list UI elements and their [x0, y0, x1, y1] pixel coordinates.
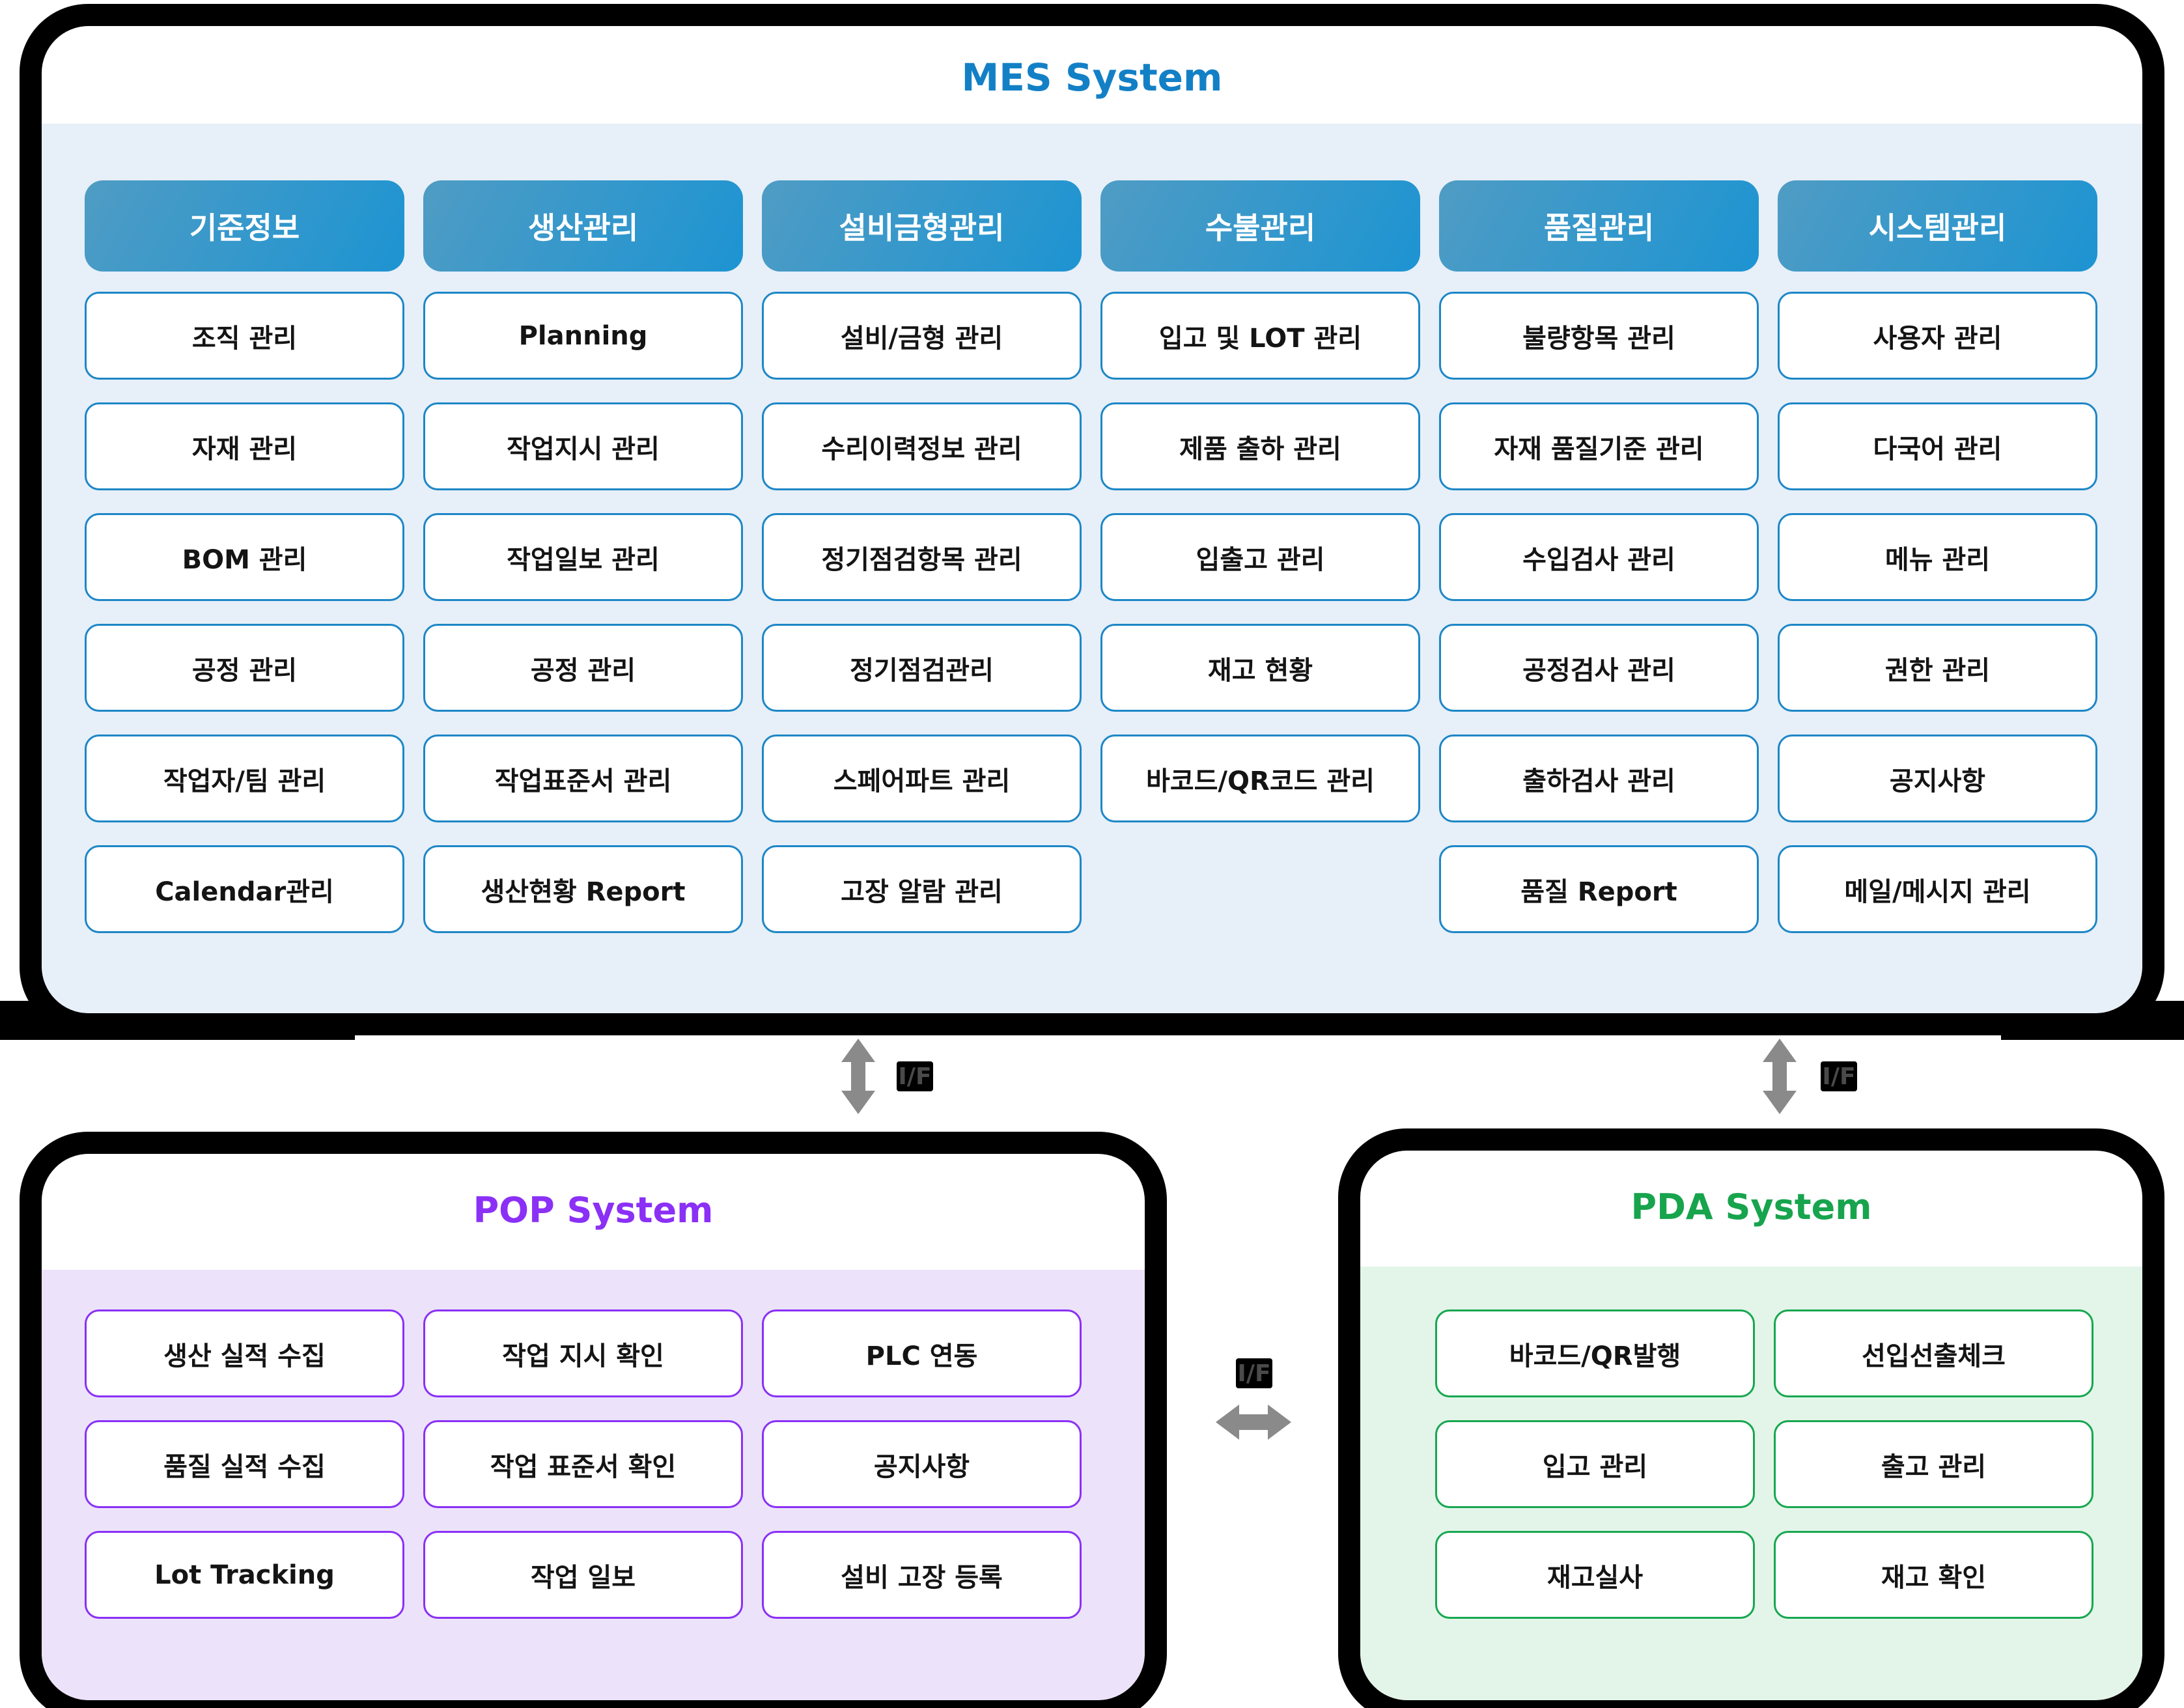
mes-column-header: 기준정보 — [85, 180, 404, 272]
pop-item: 생산 실적 수집 — [85, 1309, 404, 1397]
mes-item: Planning — [423, 292, 743, 380]
mes-item: 다국어 관리 — [1778, 402, 2097, 490]
mes-item: 스페어파트 관리 — [762, 735, 1082, 822]
mes-item: 불량항목 관리 — [1439, 292, 1759, 380]
mes-column-header: 생산관리 — [423, 180, 743, 272]
pda-item: 재고실사 — [1435, 1531, 1755, 1619]
mes-item: 품질 Report — [1439, 845, 1759, 933]
mes-column-header: 수불관리 — [1100, 180, 1420, 272]
mes-system-panel: MES System 기준정보 조직 관리 자재 관리 BOM 관리 공정 관리… — [20, 4, 2164, 1035]
mes-column-receipt-issue: 수불관리 입고 및 LOT 관리 제품 출하 관리 입출고 관리 재고 현황 바… — [1100, 180, 1420, 845]
pda-item: 바코드/QR발행 — [1435, 1309, 1755, 1397]
mes-item: 바코드/QR코드 관리 — [1100, 735, 1420, 822]
mes-item: 사용자 관리 — [1778, 292, 2097, 380]
mes-column-equipment-mold: 설비금형관리 설비/금형 관리 수리이력정보 관리 정기점검항목 관리 정기점검… — [762, 180, 1082, 956]
mes-item: 메일/메시지 관리 — [1778, 845, 2097, 933]
mes-item: 수입검사 관리 — [1439, 513, 1759, 601]
mes-column-system: 시스템관리 사용자 관리 다국어 관리 메뉴 관리 권한 관리 공지사항 메일/… — [1778, 180, 2097, 956]
mes-item: 입고 및 LOT 관리 — [1100, 292, 1420, 380]
pop-grid: 생산 실적 수집 작업 지시 확인 PLC 연동 품질 실적 수집 작업 표준서… — [85, 1309, 1082, 1619]
mes-item: 공지사항 — [1778, 735, 2097, 822]
mes-column-quality: 품질관리 불량항목 관리 자재 품질기준 관리 수입검사 관리 공정검사 관리 … — [1439, 180, 1759, 956]
mes-column-production: 생산관리 Planning 작업지시 관리 작업일보 관리 공정 관리 작업표준… — [423, 180, 743, 956]
pop-item: Lot Tracking — [85, 1531, 404, 1619]
mes-item: 공정 관리 — [423, 624, 743, 712]
mes-item: 생산현황 Report — [423, 845, 743, 933]
mes-item: BOM 관리 — [85, 513, 404, 601]
mes-column-header: 설비금형관리 — [762, 180, 1082, 272]
pop-system-inner: POP System 생산 실적 수집 작업 지시 확인 PLC 연동 품질 실… — [42, 1154, 1145, 1700]
mes-item: 정기점검항목 관리 — [762, 513, 1082, 601]
mes-item: 제품 출하 관리 — [1100, 402, 1420, 490]
mes-item: 수리이력정보 관리 — [762, 402, 1082, 490]
pop-system-title: POP System — [473, 1190, 714, 1231]
mes-pda-interface-label: I/F — [1821, 1061, 1857, 1091]
mes-column-base-info: 기준정보 조직 관리 자재 관리 BOM 관리 공정 관리 작업자/팀 관리 C… — [85, 180, 404, 956]
mes-item: 작업일보 관리 — [423, 513, 743, 601]
mes-pda-interface-arrow-icon — [1761, 1039, 1798, 1114]
pop-item: 공지사항 — [762, 1420, 1082, 1508]
mes-item: 조직 관리 — [85, 292, 404, 380]
pda-item: 선입선출체크 — [1774, 1309, 2093, 1397]
pop-system-panel: POP System 생산 실적 수집 작업 지시 확인 PLC 연동 품질 실… — [20, 1132, 1167, 1708]
mes-system-title: MES System — [961, 55, 1223, 100]
pda-system-panel: PDA System 바코드/QR발행 선입선출체크 입고 관리 출고 관리 재… — [1338, 1128, 2164, 1708]
pda-grid: 바코드/QR발행 선입선출체크 입고 관리 출고 관리 재고실사 재고 확인 — [1435, 1309, 2093, 1619]
mes-item: 메뉴 관리 — [1778, 513, 2097, 601]
pop-item: PLC 연동 — [762, 1309, 1082, 1397]
pda-item: 재고 확인 — [1774, 1531, 2093, 1619]
mes-item: 작업지시 관리 — [423, 402, 743, 490]
pop-item: 품질 실적 수집 — [85, 1420, 404, 1508]
mes-item: 고장 알람 관리 — [762, 845, 1082, 933]
mes-item: 정기점검관리 — [762, 624, 1082, 712]
mes-system-inner: MES System 기준정보 조직 관리 자재 관리 BOM 관리 공정 관리… — [42, 26, 2142, 1013]
mes-item: Calendar관리 — [85, 845, 404, 933]
pda-item: 출고 관리 — [1774, 1420, 2093, 1508]
mes-item: 설비/금형 관리 — [762, 292, 1082, 380]
pop-pda-interface-label: I/F — [1236, 1358, 1272, 1388]
mes-item: 공정검사 관리 — [1439, 624, 1759, 712]
pop-item: 작업 지시 확인 — [423, 1309, 743, 1397]
mes-pop-interface-label: I/F — [897, 1061, 933, 1091]
mes-item: 출하검사 관리 — [1439, 735, 1759, 822]
mes-column-header: 품질관리 — [1439, 180, 1759, 272]
mes-pop-interface-arrow-icon — [840, 1039, 876, 1114]
mes-item: 작업표준서 관리 — [423, 735, 743, 822]
pda-system-title: PDA System — [1631, 1186, 1872, 1227]
pda-item: 입고 관리 — [1435, 1420, 1755, 1508]
pop-pda-interface-arrow-icon — [1216, 1403, 1291, 1441]
mes-column-header: 시스템관리 — [1778, 180, 2097, 272]
mes-item: 자재 품질기준 관리 — [1439, 402, 1759, 490]
mes-item: 자재 관리 — [85, 402, 404, 490]
pop-item: 작업 표준서 확인 — [423, 1420, 743, 1508]
mes-item: 작업자/팀 관리 — [85, 735, 404, 822]
pop-item: 작업 일보 — [423, 1531, 743, 1619]
pda-system-inner: PDA System 바코드/QR발행 선입선출체크 입고 관리 출고 관리 재… — [1360, 1151, 2142, 1700]
mes-item: 입출고 관리 — [1100, 513, 1420, 601]
mes-item: 재고 현황 — [1100, 624, 1420, 712]
pop-item: 설비 고장 등록 — [762, 1531, 1082, 1619]
mes-item: 공정 관리 — [85, 624, 404, 712]
mes-item: 권한 관리 — [1778, 624, 2097, 712]
